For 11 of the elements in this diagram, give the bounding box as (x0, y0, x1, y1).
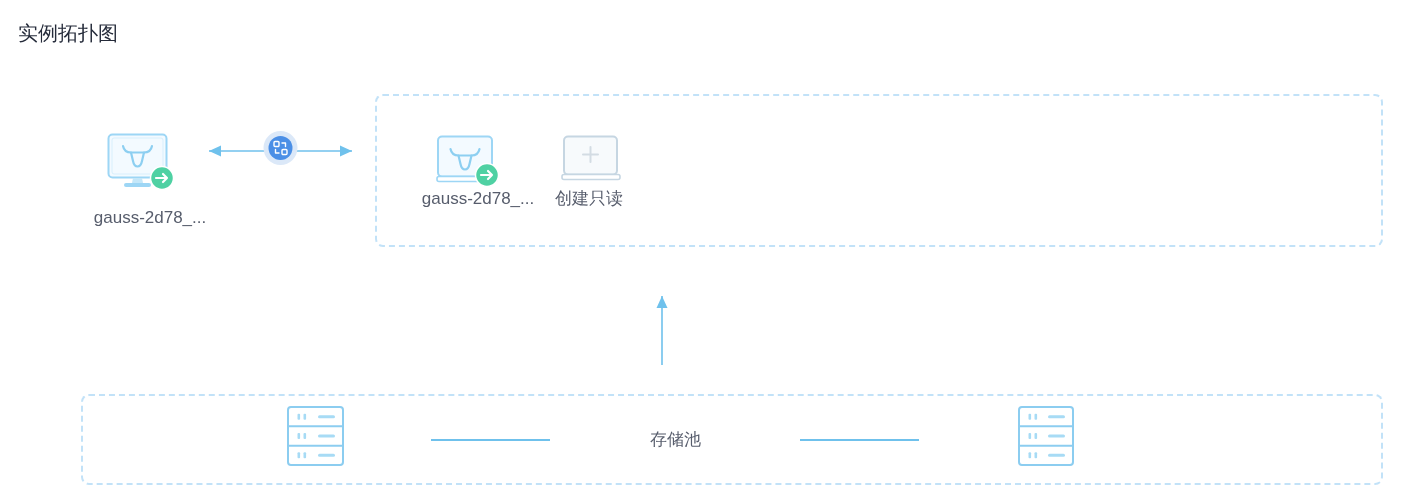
action-label: 创建只读 (555, 189, 623, 209)
pool-label: 存储池 (649, 430, 701, 450)
instance-name: gauss-2d78_... (421, 189, 535, 209)
double-arrow (208, 145, 353, 157)
instance-name: gauss-2d78_... (93, 208, 207, 228)
title: 实例拓扑图 (18, 21, 118, 45)
group-frame (375, 94, 1383, 247)
server-icon (1018, 406, 1074, 466)
arrow (656, 295, 668, 366)
group-frame (81, 394, 1383, 485)
server-icon (287, 406, 344, 466)
